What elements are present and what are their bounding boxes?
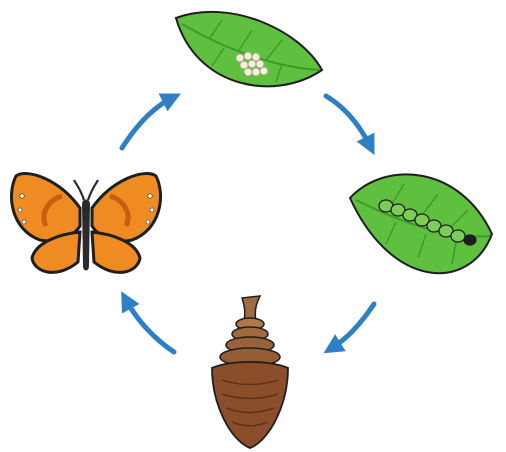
arrow-caterpillar-to-pupa xyxy=(332,304,374,348)
eggs-on-leaf-icon xyxy=(176,12,322,86)
arrow-butterfly-to-eggs xyxy=(122,98,172,148)
arrow-pupa-to-butterfly xyxy=(126,300,174,352)
caterpillar-on-leaf-icon xyxy=(350,174,492,273)
chrysalis-icon xyxy=(212,296,288,448)
butterfly-icon xyxy=(11,174,160,273)
arrow-eggs-to-caterpillar xyxy=(326,96,370,146)
